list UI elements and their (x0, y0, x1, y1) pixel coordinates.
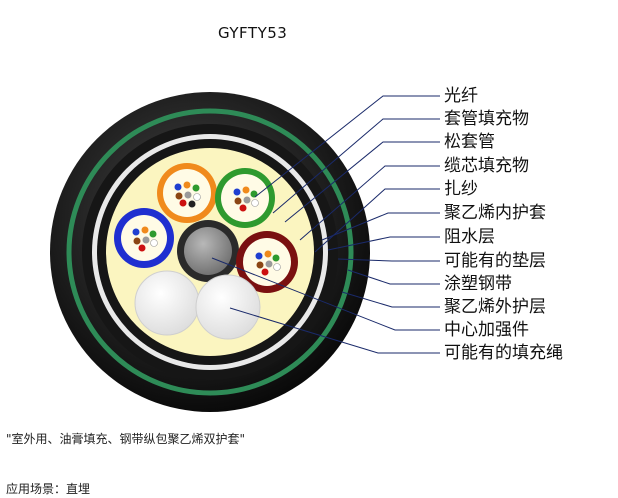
leader-lines (211, 95, 440, 354)
label-binder-yarn: 扎纱 (444, 179, 478, 199)
filler-rope-left (134, 270, 200, 336)
leader-line-bedding (337, 258, 440, 262)
leader-line-inner-sheath (321, 212, 440, 241)
fibers-green-tube (233, 186, 259, 212)
application-scenario-text: 应用场景：直埋 (6, 482, 91, 496)
label-fiber: 光纤 (444, 86, 478, 106)
central-strength-member-core (184, 227, 232, 275)
leader-line-binder (314, 188, 440, 253)
label-water-blocking: 阻水层 (444, 227, 495, 247)
leader-line-steel-tape (347, 269, 440, 285)
leader-line-tube-filling (272, 118, 440, 214)
label-loose-tube: 松套管 (444, 132, 495, 152)
leader-line-fiber (254, 95, 440, 198)
leader-line-filler-rope (229, 307, 440, 354)
leader-line-loose-tube (284, 141, 440, 223)
filler-rope-right (195, 274, 261, 340)
label-inner-sheath: 聚乙烯内护套 (444, 203, 546, 223)
fibers-orange-tube (174, 181, 201, 208)
label-steel-tape: 涂塑钢带 (444, 274, 512, 294)
fibers-red-tube (255, 250, 281, 276)
fibers-blue-tube (132, 226, 158, 252)
cable-model-title: GYFTY53 (218, 24, 288, 42)
label-tube-filling: 套管填充物 (444, 109, 529, 129)
leader-line-core-filling (299, 165, 440, 241)
leader-line-water-blocking (327, 236, 440, 251)
cable-description-caption: "室外用、油膏填充、钢带纵包聚乙烯双护套" (6, 432, 246, 446)
label-outer-sheath: 聚乙烯外护层 (444, 297, 546, 317)
label-strength-member: 中心加强件 (444, 320, 529, 340)
leader-line-outer-sheath (341, 291, 440, 308)
label-bedding: 可能有的垫层 (444, 251, 546, 271)
label-core-filling: 缆芯填充物 (444, 156, 529, 176)
label-filler-rope: 可能有的填充绳 (444, 343, 563, 363)
steel-tape-ring (66, 108, 354, 396)
leader-line-strength-member (211, 257, 440, 331)
